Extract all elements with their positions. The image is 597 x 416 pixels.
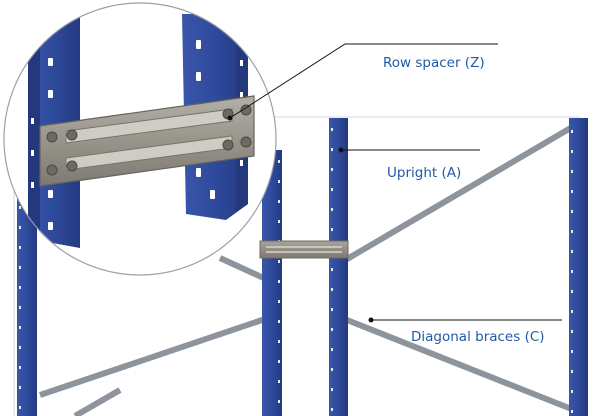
label-diagonal-braces: Diagonal braces (C)	[411, 329, 545, 345]
leader-line-row-spacer	[229, 43, 498, 119]
diagonal-brace-right-2	[340, 315, 576, 413]
diagonal-braces	[39, 123, 576, 416]
diagonal-brace-left-3	[73, 387, 122, 416]
leader-dot-row-spacer	[227, 115, 233, 121]
upright-right	[569, 118, 588, 416]
leader-lines	[227, 43, 562, 323]
leader-dot-diagonal-braces	[368, 317, 374, 323]
row-spacer-small	[259, 240, 349, 259]
diagonal-brace-left-1	[218, 255, 270, 283]
diagonal-brace-right-1	[340, 123, 576, 265]
magnified-detail	[3, 2, 277, 276]
label-upright: Upright (A)	[387, 165, 462, 181]
upright-center-left	[262, 150, 282, 416]
upright-center-right	[329, 118, 348, 416]
diagonal-brace-left-2	[39, 315, 269, 398]
label-row-spacer: Row spacer (Z)	[383, 55, 485, 71]
leader-dot-upright	[338, 147, 344, 153]
